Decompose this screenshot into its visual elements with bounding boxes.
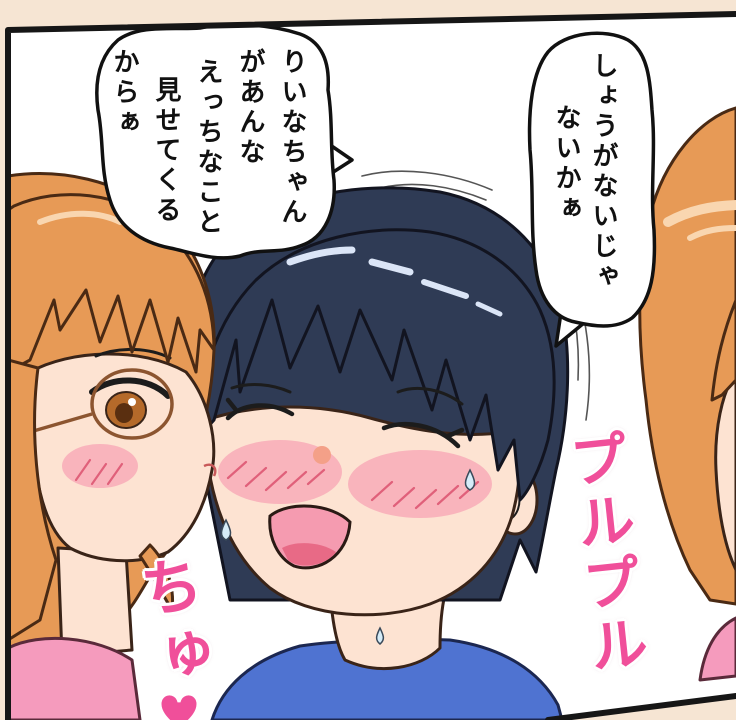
left-character-blush xyxy=(62,444,138,488)
left-character-eyebrow xyxy=(94,347,172,360)
middle-character-eyebrow-left xyxy=(230,383,292,394)
right-character-face xyxy=(714,370,736,572)
left-character-glasses-temple xyxy=(29,412,93,434)
middle-character-eye-left-closed xyxy=(225,397,295,421)
left-character-eye-highlight xyxy=(128,398,136,406)
left-character-lips xyxy=(203,463,217,477)
left-character-shirt xyxy=(8,636,142,720)
panel-border xyxy=(5,11,736,720)
sound-effect-kiss: ちゅ xyxy=(125,550,217,696)
speech-line: からぁ xyxy=(109,48,139,138)
middle-character-nose xyxy=(313,446,331,464)
middle-character-tongue xyxy=(282,543,336,566)
left-character-glasses-lens xyxy=(90,368,174,440)
middle-character-hair-highlight xyxy=(421,279,469,299)
middle-character-eye-right-closed xyxy=(381,421,465,449)
sweat-drop xyxy=(220,518,232,541)
right-character-hair-highlight xyxy=(663,200,736,227)
middle-character-eyebrow-right xyxy=(396,386,464,406)
middle-character-hair-highlight xyxy=(286,246,356,266)
speech-bubble-outline xyxy=(527,31,657,328)
speech-line: えっちなこと xyxy=(193,58,223,238)
middle-character-hair-highlight xyxy=(368,258,414,276)
middle-character-hair-highlight xyxy=(475,301,503,317)
panel-border-bottom xyxy=(545,693,736,720)
speech-bubble-right-shape xyxy=(527,31,657,348)
left-character-hair-highlight xyxy=(37,210,123,225)
left-character-hair-strand xyxy=(138,543,175,612)
speech-bubble-left-shape xyxy=(95,22,354,260)
right-character-bangs xyxy=(710,298,736,402)
speech-line: 見せてくる xyxy=(151,76,181,226)
speech-line: があんな xyxy=(235,48,265,168)
left-character-side-hair xyxy=(8,358,58,642)
middle-character xyxy=(184,186,570,720)
panel-content xyxy=(8,22,736,720)
speech-line: りいなちゃん xyxy=(277,48,307,228)
middle-character-blush-lines xyxy=(226,460,480,510)
sweat-drop xyxy=(464,468,476,491)
left-character-blush-lines xyxy=(74,458,124,486)
speech-line: ないかぁ xyxy=(551,104,581,224)
speech-line: しょうがないじゃ xyxy=(588,52,618,292)
right-character-hair-highlight xyxy=(687,225,736,241)
sweat-drop xyxy=(375,626,385,645)
left-character-pupil xyxy=(115,403,133,423)
heart-icon xyxy=(158,692,200,720)
right-character-shirt xyxy=(698,616,736,682)
right-character xyxy=(638,106,736,682)
middle-character-blush-left xyxy=(218,440,342,504)
middle-character-blush-right xyxy=(348,450,492,518)
